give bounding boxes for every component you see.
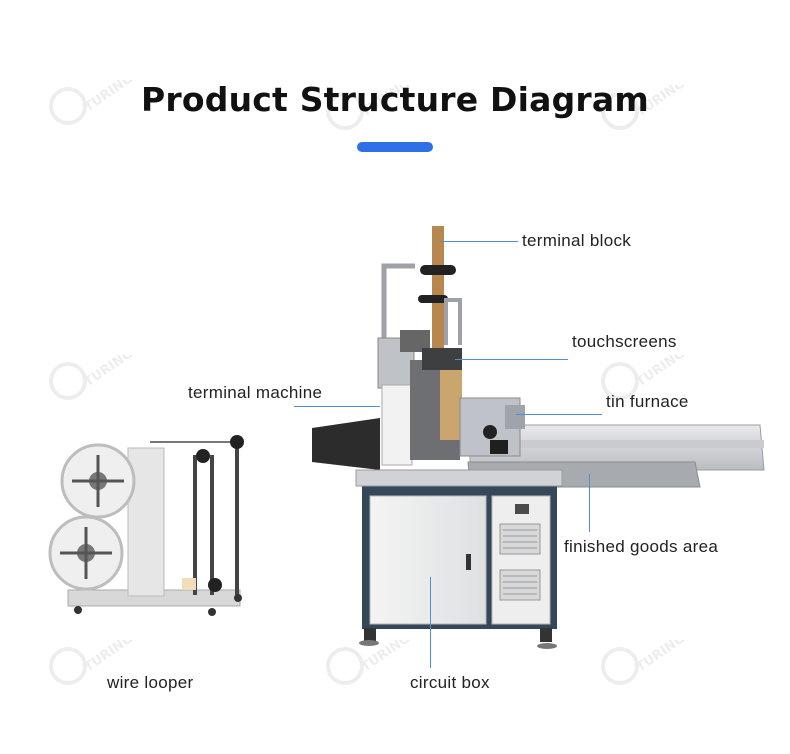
label-terminal-machine: terminal machine <box>188 383 323 402</box>
terminal-machine-head <box>377 226 525 466</box>
circuit-box <box>355 469 563 649</box>
wire-looper <box>48 435 244 616</box>
label-touchscreens: touchscreens <box>572 332 677 351</box>
label-tin-furnace: tin furnace <box>606 392 689 411</box>
label-wire-looper: wire looper <box>107 673 194 692</box>
leader-tin-furnace <box>516 414 602 415</box>
leader-terminal-block <box>440 241 518 242</box>
title-underline <box>357 142 433 152</box>
leader-circuit-box <box>430 577 431 668</box>
leader-terminal-machine <box>294 406 380 407</box>
label-circuit-box: circuit box <box>410 673 490 692</box>
label-terminal-block: terminal block <box>522 231 632 250</box>
label-finished-goods-area: finished goods area <box>564 537 719 556</box>
leader-finished-goods-area <box>589 474 590 532</box>
leader-touchscreens <box>455 359 568 360</box>
page-title: Product Structure Diagram <box>141 80 649 119</box>
